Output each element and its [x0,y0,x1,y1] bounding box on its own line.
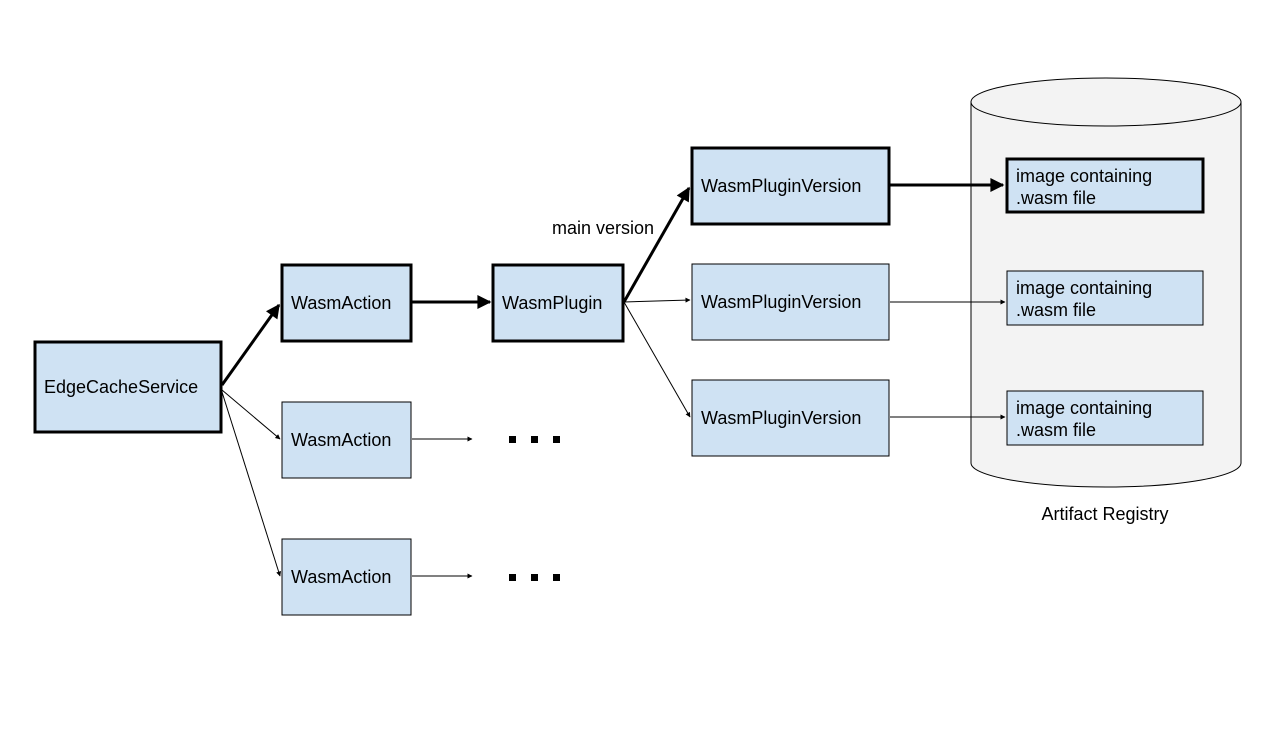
node-image-main[interactable]: image containing .wasm file [1005,157,1205,214]
image-label-line1: image containing [1016,278,1152,298]
node-wasm-plugin-version[interactable]: WasmPluginVersion [691,379,890,457]
image-label-line1: image containing [1016,398,1152,418]
ellipsis-icon [509,574,560,581]
artifact-registry-label: Artifact Registry [1041,504,1168,524]
node-wasm-action[interactable]: WasmAction [281,401,412,479]
node-wasm-action-main[interactable]: WasmAction [280,263,413,343]
node-wasm-plugin-version[interactable]: WasmPluginVersion [691,263,890,341]
edges [220,178,1006,579]
edge-plugin-to-version-3 [623,301,691,418]
image-label-line2: .wasm file [1016,420,1096,440]
image-label-line2: .wasm file [1016,188,1096,208]
edge-plugin-to-version-2 [623,297,691,303]
node-image[interactable]: image containing .wasm file [1006,270,1204,326]
node-label: WasmPluginVersion [701,292,861,312]
node-label: WasmPluginVersion [701,176,861,196]
node-image[interactable]: image containing .wasm file [1006,390,1204,446]
node-label: WasmAction [291,293,391,313]
edge-service-to-action-3 [221,391,282,577]
edge-plugin-to-version-main [622,186,691,303]
node-label: WasmPluginVersion [701,408,861,428]
image-label-line1: image containing [1016,166,1152,186]
edge-service-to-action-2 [221,389,281,440]
edge-service-to-action-1 [220,303,281,386]
ellipsis-icon [509,436,560,443]
node-wasm-plugin[interactable]: WasmPlugin [491,263,625,343]
main-version-label: main version [552,218,654,238]
image-label-line2: .wasm file [1016,300,1096,320]
node-wasm-plugin-version-main[interactable]: WasmPluginVersion [690,146,891,226]
node-edge-cache-service[interactable]: EdgeCacheService [33,340,223,434]
node-label: WasmPlugin [502,293,602,313]
node-label: WasmAction [291,567,391,587]
node-label: WasmAction [291,430,391,450]
node-wasm-action[interactable]: WasmAction [281,538,412,616]
node-label: EdgeCacheService [44,377,198,397]
